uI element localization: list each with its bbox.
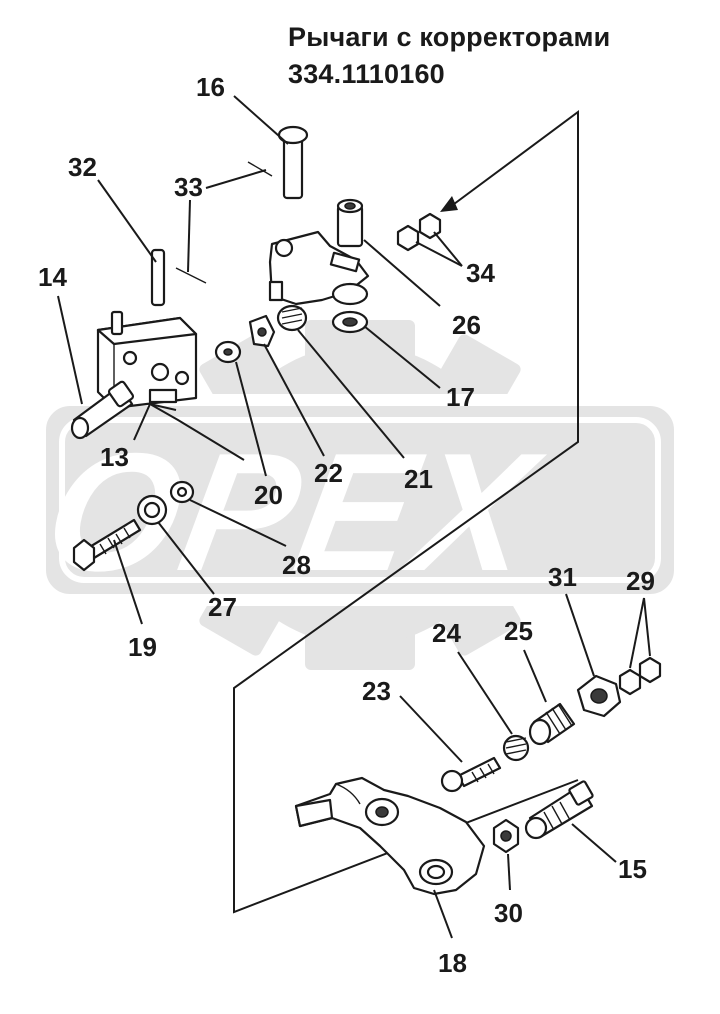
part-20-nut <box>214 340 242 364</box>
callout-28: 28 <box>282 550 311 580</box>
callout-25: 25 <box>504 616 533 646</box>
part-29-nuts <box>618 656 662 696</box>
callout-20: 20 <box>254 480 283 510</box>
watermark-plate <box>34 394 686 606</box>
callout-22: 22 <box>314 458 343 488</box>
part-number: 334.1110160 <box>288 59 445 89</box>
callout-26: 26 <box>452 310 481 340</box>
assembly-arrow-icon <box>440 196 458 212</box>
part-21-spring <box>276 304 308 332</box>
leader-lines <box>57 95 651 939</box>
callout-32: 32 <box>68 152 97 182</box>
callout-13: 13 <box>100 442 129 472</box>
part-30-nut <box>492 818 520 854</box>
callout-15: 15 <box>618 854 647 884</box>
callout-labels: 16 33 32 14 13 34 26 17 20 22 21 28 27 1… <box>38 72 655 978</box>
part-15-adjust-screw <box>524 780 594 840</box>
callout-23: 23 <box>362 676 391 706</box>
callout-18: 18 <box>438 948 467 978</box>
part-14-shaft <box>70 380 135 440</box>
assembly-bracket-line <box>233 110 579 914</box>
part-32-pin <box>150 248 166 307</box>
callout-14: 14 <box>38 262 67 292</box>
callout-33: 33 <box>174 172 203 202</box>
part-26-bushing <box>336 198 364 248</box>
part-19-bolt <box>72 518 142 572</box>
callout-16: 16 <box>196 72 225 102</box>
part-24-spring <box>502 734 530 762</box>
part-25-sleeve <box>528 702 576 746</box>
part-16-pin <box>277 125 309 200</box>
part-23-screw <box>440 756 502 793</box>
part-17-rollers <box>331 282 369 334</box>
part-28-washer <box>169 480 195 504</box>
callout-34: 34 <box>466 258 495 288</box>
callout-29: 29 <box>626 566 655 596</box>
watermark-logo: OPEX <box>33 320 686 670</box>
callout-31: 31 <box>548 562 577 592</box>
part-31-locknut <box>576 674 622 718</box>
part-18-lower-lever <box>294 776 486 896</box>
part-22-washer <box>248 314 276 348</box>
callout-24: 24 <box>432 618 461 648</box>
callout-27: 27 <box>208 592 237 622</box>
callout-19: 19 <box>128 632 157 662</box>
watermark-text: OPEX <box>33 418 554 606</box>
callout-17: 17 <box>446 382 475 412</box>
page-title: Рычаги с корректорами <box>288 22 611 52</box>
part-33-cotter-pin <box>175 161 273 284</box>
part-27-lock-washer <box>136 494 168 526</box>
callout-21: 21 <box>404 464 433 494</box>
callout-30: 30 <box>494 898 523 928</box>
